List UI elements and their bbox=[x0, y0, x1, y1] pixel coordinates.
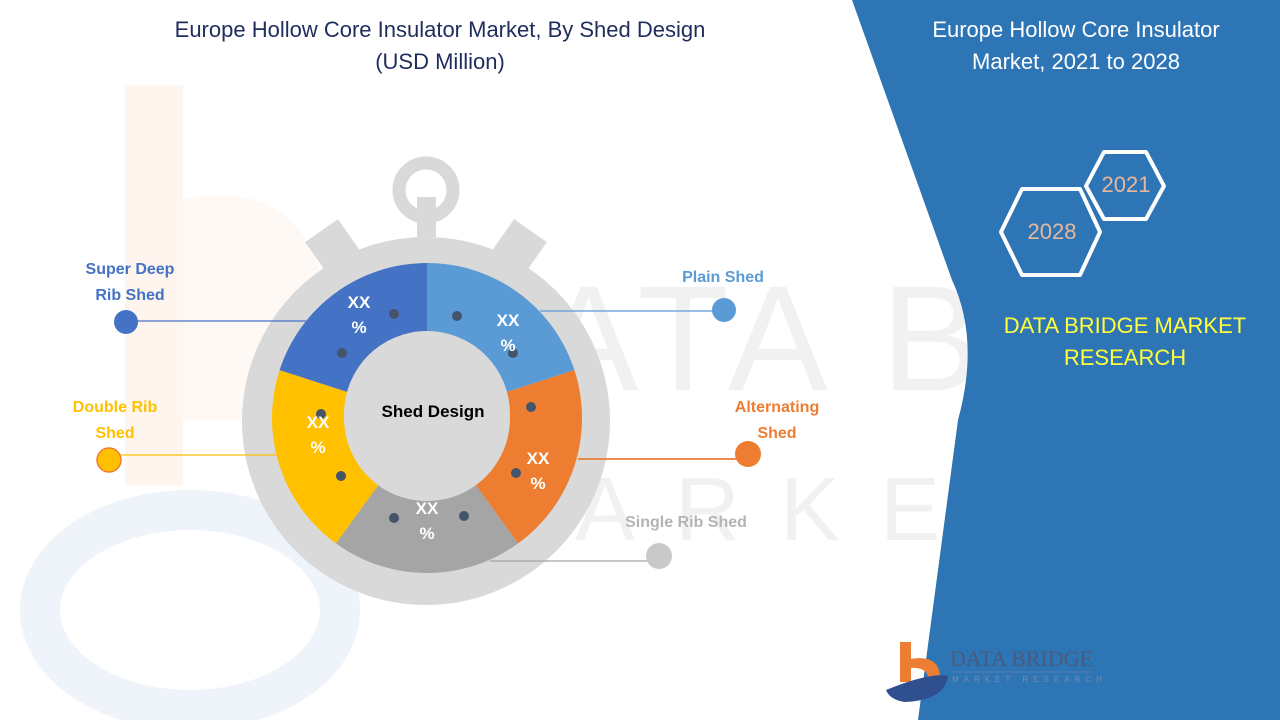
segment-plain-shed[interactable] bbox=[427, 263, 575, 393]
pct-symbol: % bbox=[419, 524, 435, 543]
hexagon-2028 bbox=[999, 187, 1102, 277]
hexagon-2021 bbox=[1084, 150, 1166, 221]
brand-line2: RESEARCH bbox=[1063, 345, 1187, 370]
logo-text: DATA BRIDGE bbox=[950, 646, 1094, 671]
pct-symbol: % bbox=[500, 336, 516, 355]
donut-chart bbox=[272, 263, 582, 573]
logo-mark bbox=[886, 642, 1092, 702]
pct-value: XX bbox=[526, 449, 550, 468]
label-line1: Alternating bbox=[734, 399, 820, 416]
side-panel-title-line2: Market, 2021 to 2028 bbox=[972, 49, 1180, 74]
pct-symbol: % bbox=[310, 438, 326, 457]
year-2028-label: 2028 bbox=[1027, 219, 1077, 244]
marker-double-rib-shed bbox=[96, 447, 122, 473]
pct-single-rib-shed: XX % bbox=[407, 496, 447, 546]
label-super-deep-rib-shed: Super Deep Rib Shed bbox=[55, 257, 205, 309]
label-line1: Double Rib bbox=[72, 399, 158, 416]
chart-title-line1: Europe Hollow Core Insulator Market, By … bbox=[174, 17, 706, 42]
leader-lines bbox=[96, 298, 761, 569]
label-line1: Single Rib Shed bbox=[625, 514, 747, 531]
label-line2: Shed bbox=[757, 425, 797, 442]
label-line2: Rib Shed bbox=[95, 287, 165, 304]
marker-super-deep-rib-shed bbox=[114, 310, 138, 334]
label-single-rib-shed: Single Rib Shed bbox=[606, 510, 766, 536]
logo-subtext: MARKET RESEARCH bbox=[952, 675, 1107, 684]
segment-super-deep-rib-shed[interactable] bbox=[279, 263, 427, 393]
side-panel-title: Europe Hollow Core Insulator Market, 202… bbox=[876, 14, 1276, 78]
segment-single-rib-shed[interactable] bbox=[335, 485, 519, 573]
side-panel-title-line1: Europe Hollow Core Insulator bbox=[932, 17, 1220, 42]
pct-plain-shed: XX % bbox=[488, 308, 528, 358]
brand-name: DATA BRIDGE MARKET RESEARCH bbox=[980, 310, 1270, 374]
segment-alternating-shed[interactable] bbox=[475, 370, 582, 544]
decorative-dots bbox=[316, 309, 536, 523]
marker-plain-shed bbox=[712, 298, 736, 322]
pct-value: XX bbox=[306, 413, 330, 432]
pct-alternating-shed: XX % bbox=[518, 446, 558, 496]
marker-single-rib-shed bbox=[646, 543, 672, 569]
pct-value: XX bbox=[415, 499, 439, 518]
side-panel-background bbox=[852, 0, 1280, 720]
chart-title-line2: (USD Million) bbox=[375, 49, 505, 74]
segment-double-rib-shed[interactable] bbox=[272, 370, 379, 544]
label-line2: Shed bbox=[95, 425, 135, 442]
label-double-rib-shed: Double Rib Shed bbox=[40, 395, 190, 447]
pct-double-rib-shed: XX % bbox=[298, 410, 338, 460]
year-2021-label: 2021 bbox=[1101, 172, 1151, 197]
pct-value: XX bbox=[347, 293, 371, 312]
label-line1: Plain Shed bbox=[682, 269, 764, 286]
label-plain-shed: Plain Shed bbox=[648, 265, 798, 291]
donut-center-label: Shed Design bbox=[381, 402, 485, 421]
pct-symbol: % bbox=[351, 318, 367, 337]
marker-alternating-shed bbox=[735, 441, 761, 467]
label-line1: Super Deep bbox=[85, 261, 175, 278]
pct-super-deep-rib-shed: XX % bbox=[339, 290, 379, 340]
chart-title: Europe Hollow Core Insulator Market, By … bbox=[120, 14, 760, 78]
donut-center bbox=[344, 331, 510, 497]
pct-symbol: % bbox=[530, 474, 546, 493]
brand-line1: DATA BRIDGE MARKET bbox=[1003, 313, 1247, 338]
pct-value: XX bbox=[496, 311, 520, 330]
label-alternating-shed: Alternating Shed bbox=[702, 395, 852, 447]
